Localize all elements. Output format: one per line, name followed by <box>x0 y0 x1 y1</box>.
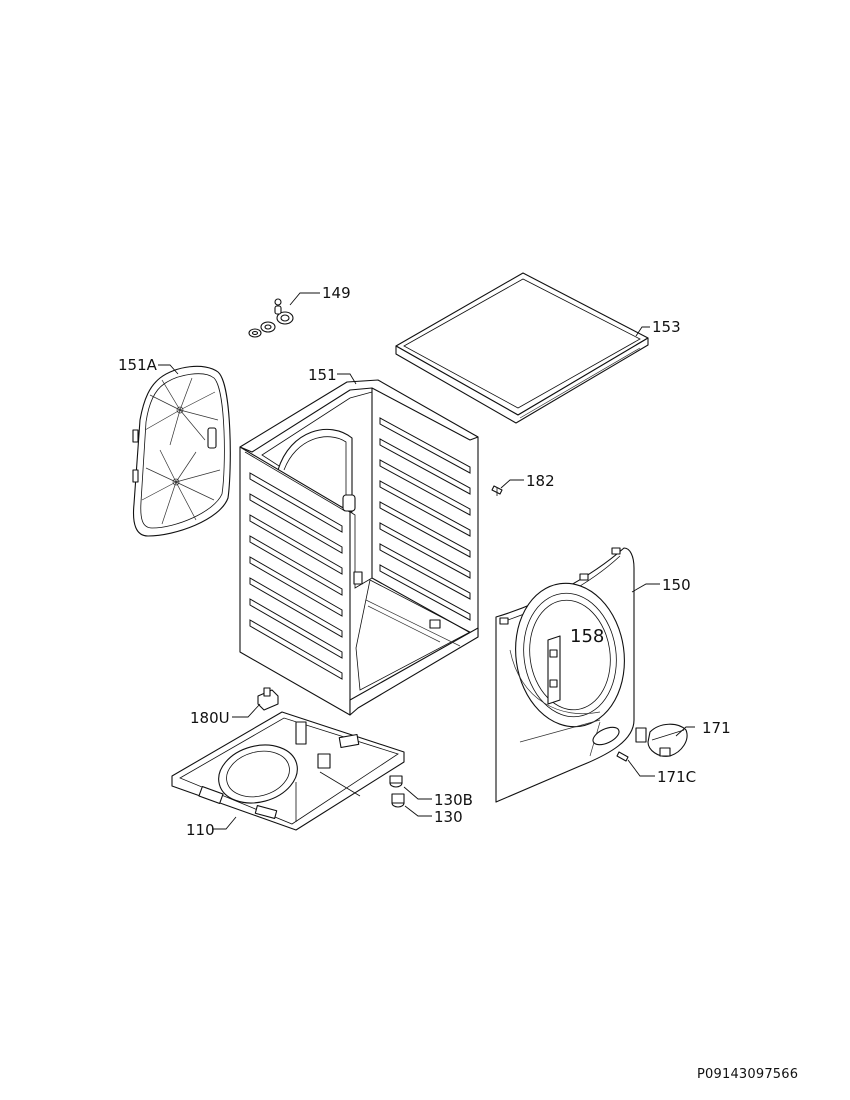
part-150-front-panel <box>495 547 635 803</box>
label-182: 182 <box>526 472 555 490</box>
part-149-fittings <box>248 298 294 338</box>
label-171: 171 <box>702 719 731 737</box>
part-110-base <box>171 711 405 831</box>
cabinet-left-ribs <box>249 472 343 680</box>
part-158-bracket <box>547 635 561 705</box>
part-153-top-cover <box>395 272 649 424</box>
label-180U: 180U <box>190 709 230 727</box>
label-171C: 171C <box>657 768 696 786</box>
label-149: 149 <box>322 284 351 302</box>
part-171C-screw <box>616 751 629 762</box>
label-130: 130 <box>434 808 463 826</box>
label-151: 151 <box>308 366 337 384</box>
label-151A: 151A <box>118 356 158 374</box>
label-153: 153 <box>652 318 681 336</box>
cabinet-right-ribs <box>379 417 471 621</box>
label-130B: 130B <box>434 791 473 809</box>
part-171-door-lock <box>635 723 688 757</box>
label-150: 150 <box>662 576 691 594</box>
label-110: 110 <box>186 821 215 839</box>
part-130B-foot <box>389 775 403 788</box>
part-180U-clip <box>257 687 279 711</box>
part-labels: 149 153 151A 151 182 150 158 171 171C 18… <box>118 284 731 839</box>
document-number: P09143097566 <box>697 1067 799 1082</box>
leader-lines <box>158 292 695 830</box>
part-151A-rear-panel <box>132 365 231 537</box>
label-158: 158 <box>570 626 604 647</box>
part-182-screw <box>491 485 503 496</box>
part-130-foot <box>391 793 405 808</box>
part-151-cabinet <box>239 379 479 716</box>
